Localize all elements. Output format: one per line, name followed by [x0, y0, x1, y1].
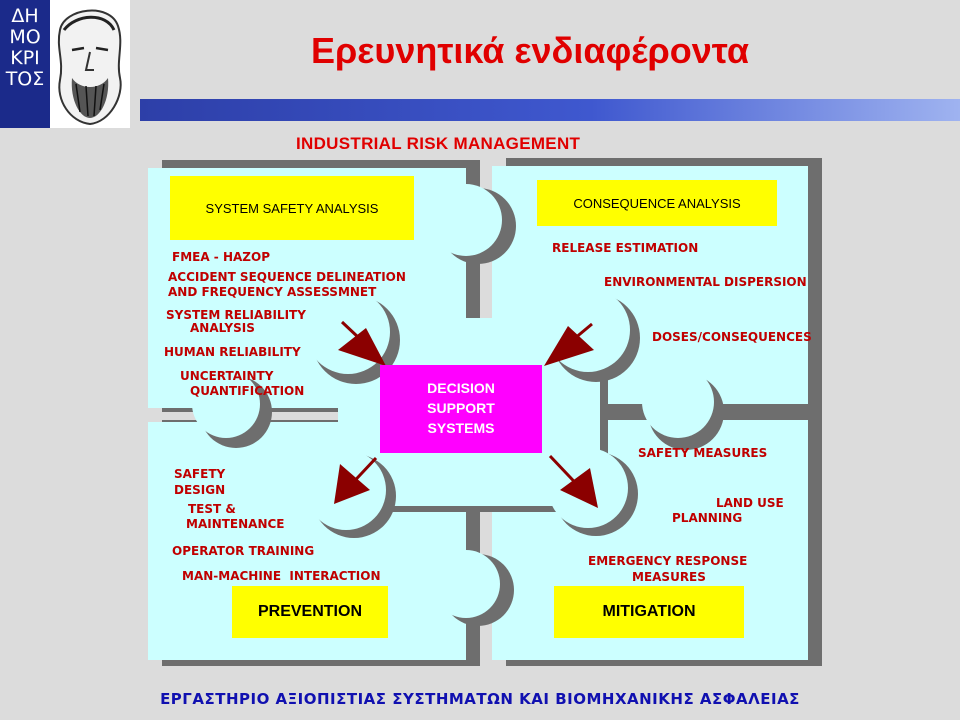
- mitigation-item: PLANNING: [672, 511, 743, 525]
- consequence-item: RELEASE ESTIMATION: [552, 241, 699, 255]
- decision-support-box: [380, 365, 542, 453]
- arrow-head-icon: [544, 326, 594, 366]
- logo-letters: ΔΗ ΜΟ ΚΡΙ ΤΟΣ: [0, 0, 50, 128]
- decision-support-line: SYSTEMS: [427, 420, 495, 436]
- label-consequence: CONSEQUENCE ANALYSIS: [537, 180, 777, 226]
- prevention-item: DESIGN: [174, 483, 226, 497]
- arrow-head-icon: [338, 328, 386, 366]
- prevention-item: TEST &: [188, 502, 236, 516]
- mitigation-item: EMERGENCY RESPONSE: [588, 554, 748, 568]
- logo-letter-line: ΤΟΣ: [5, 68, 45, 90]
- decision-support-label: DECISION SUPPORT SYSTEMS: [380, 378, 542, 438]
- philosopher-portrait-icon: [57, 9, 122, 126]
- page-title: Ερευνητικά ενδιαφέροντα: [311, 30, 749, 71]
- system-safety-item: UNCERTAINTY: [180, 369, 274, 383]
- prevention-item: MAN-MACHINE INTERACTION: [182, 569, 381, 583]
- arrow-head-icon: [560, 468, 598, 508]
- logo: ΔΗ ΜΟ ΚΡΙ ΤΟΣ: [0, 0, 130, 128]
- mitigation-item: LAND USE: [716, 496, 784, 510]
- system-safety-item: ACCIDENT SEQUENCE DELINEATION: [168, 270, 406, 284]
- prevention-item: MAINTENANCE: [186, 517, 285, 531]
- prevention-item: OPERATOR TRAINING: [172, 544, 315, 558]
- consequence-item: DOSES/CONSEQUENCES: [652, 330, 812, 344]
- system-safety-item: HUMAN RELIABILITY: [164, 345, 301, 359]
- system-safety-item: FMEA - HAZOP: [172, 250, 270, 264]
- diagram-heading: INDUSTRIAL RISK MANAGEMENT: [296, 134, 581, 153]
- footer-lab-name: ΕΡΓΑΣΤΗΡΙΟ ΑΞΙΟΠΙΣΤΙΑΣ ΣΥΣΤΗΜΑΤΩΝ ΚΑΙ ΒΙ…: [160, 690, 800, 708]
- logo-letter-line: ΚΡΙ: [10, 47, 40, 69]
- prevention-item: SAFETY: [174, 467, 226, 481]
- logo-letter-line: ΔΗ: [11, 5, 39, 27]
- label-prevention: PREVENTION: [232, 586, 388, 638]
- consequence-item: ENVIRONMENTAL DISPERSION: [604, 275, 807, 289]
- label-system-safety: SYSTEM SAFETY ANALYSIS: [170, 176, 414, 240]
- mitigation-item: MEASURES: [632, 570, 706, 584]
- system-safety-item: QUANTIFICATION: [190, 384, 305, 398]
- logo-letter-line: ΜΟ: [9, 26, 41, 48]
- system-safety-item: AND FREQUENCY ASSESSMNET: [168, 285, 377, 299]
- arrows: [334, 320, 598, 508]
- label-mitigation: MITIGATION: [554, 586, 744, 638]
- arrow-head-icon: [334, 464, 370, 504]
- title-bar: [140, 99, 960, 121]
- decision-support-line: SUPPORT: [427, 400, 495, 416]
- system-safety-item: ANALYSIS: [190, 321, 255, 335]
- mitigation-item: SAFETY MEASURES: [638, 446, 768, 460]
- system-safety-item: SYSTEM RELIABILITY: [166, 308, 306, 322]
- decision-support-line: DECISION: [427, 380, 495, 396]
